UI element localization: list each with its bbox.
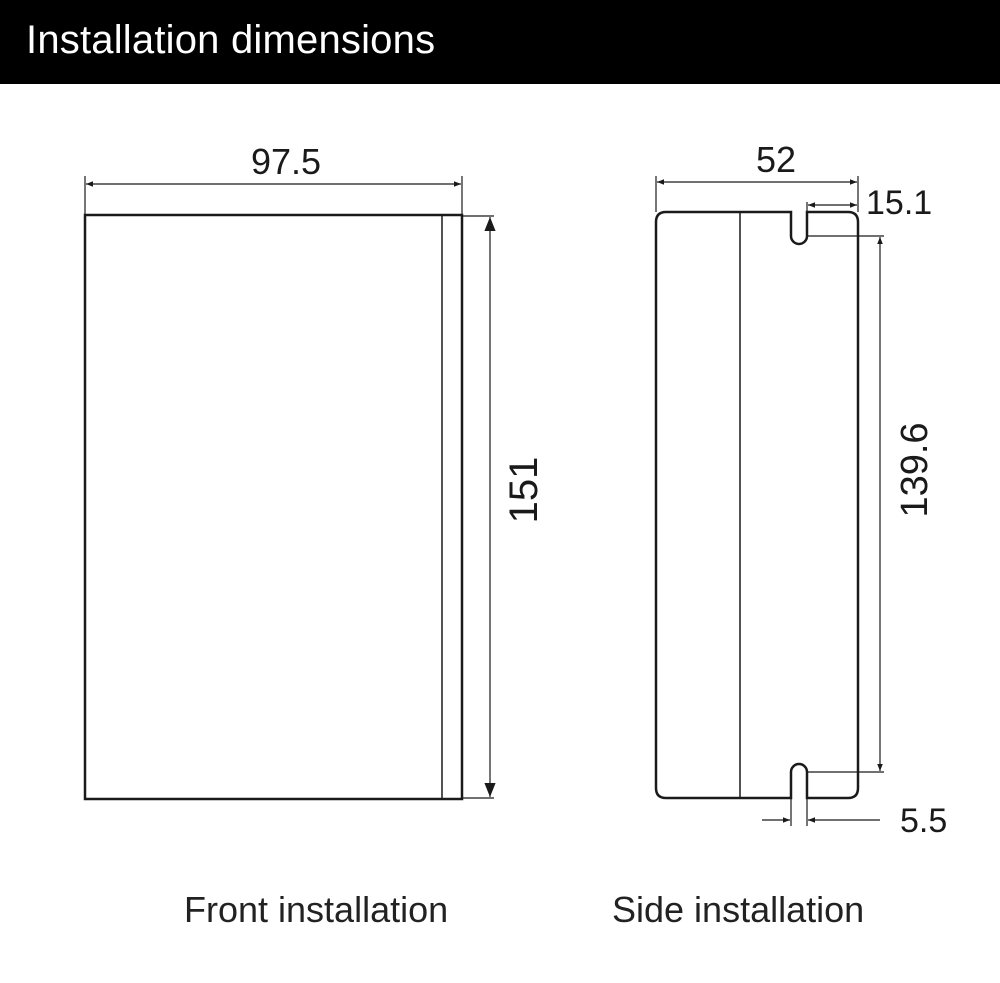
front-installation-caption: Front installation — [184, 889, 449, 930]
slot-offset-label: 15.1 — [866, 184, 932, 222]
side-view: 52 15.1 139.6 5.5 — [654, 139, 947, 840]
front-height-label: 151 — [502, 457, 546, 524]
front-width-label: 97.5 — [251, 141, 321, 182]
front-view: 97.5 151 — [83, 141, 546, 801]
page-title: Installation dimensions — [26, 18, 436, 62]
hole-pitch-label: 139.6 — [894, 422, 936, 517]
slot-width-label: 5.5 — [900, 802, 947, 840]
side-body-outline — [654, 210, 860, 800]
side-installation-caption: Side installation — [612, 889, 865, 930]
header-bar: Installation dimensions — [0, 0, 1000, 84]
front-body-outline — [83, 213, 464, 801]
side-width-label: 52 — [756, 139, 796, 180]
